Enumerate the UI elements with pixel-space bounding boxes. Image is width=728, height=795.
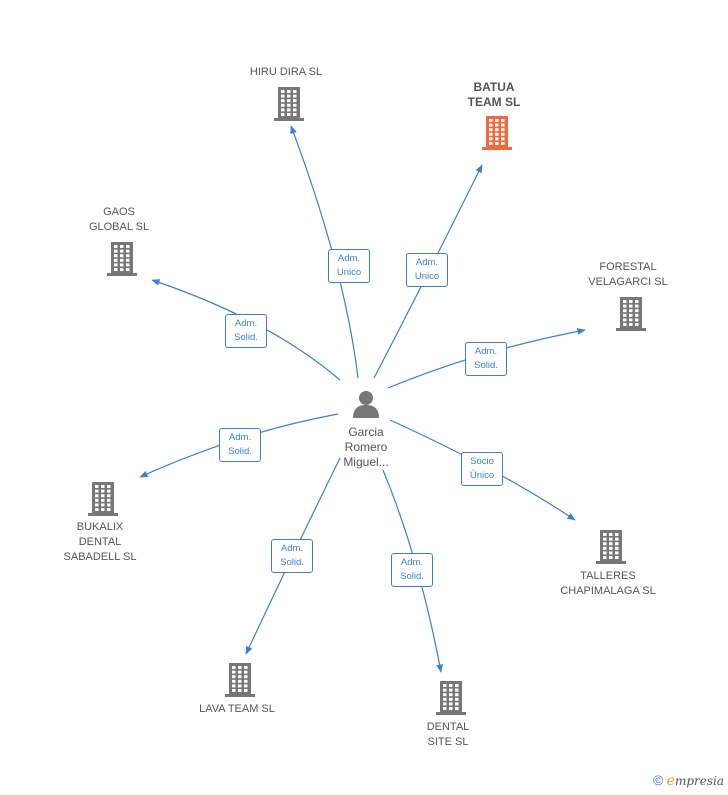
relation-label: Adm. Solid. — [465, 342, 507, 376]
relation-label: Socio Único — [461, 452, 503, 486]
relation-label: Adm. Unico — [328, 249, 370, 283]
company-name: BATUA TEAM SL — [467, 80, 521, 109]
relation-label: Adm. Unico — [406, 253, 448, 287]
building-icon — [274, 87, 304, 126]
relation-label: Adm. Solid. — [225, 314, 267, 348]
brand-name: mpresia — [674, 774, 724, 788]
copyright-icon: © — [652, 772, 664, 788]
relation-label: Adm. Solid. — [271, 539, 313, 573]
building-icon — [596, 530, 626, 569]
person-icon — [353, 391, 379, 418]
building-icon — [482, 116, 512, 155]
company-name: FORESTAL VELAGARCI SL — [588, 261, 668, 288]
company-name: HIRU DIRA SL — [249, 66, 323, 78]
building-icon — [225, 663, 255, 702]
company-name: GAOS GLOBAL SL — [88, 206, 150, 233]
building-icon — [436, 681, 466, 720]
footer-brand: © empresia — [653, 772, 724, 789]
relation-label: Adm. Solid. — [391, 553, 433, 587]
building-icon — [88, 482, 118, 521]
relation-label: Adm. Solid. — [219, 428, 261, 462]
building-icon — [107, 242, 137, 281]
company-name: BUKALIX DENTAL SABADELL SL — [63, 521, 137, 563]
building-icon — [616, 297, 646, 336]
person-name: Garcia Romero Miguel... — [343, 425, 389, 469]
company-name: TALLERES CHAPIMALAGA SL — [560, 570, 656, 597]
company-name: LAVA TEAM SL — [199, 703, 275, 715]
company-name: DENTAL SITE SL — [426, 721, 470, 748]
brand-initial: e — [666, 773, 675, 789]
